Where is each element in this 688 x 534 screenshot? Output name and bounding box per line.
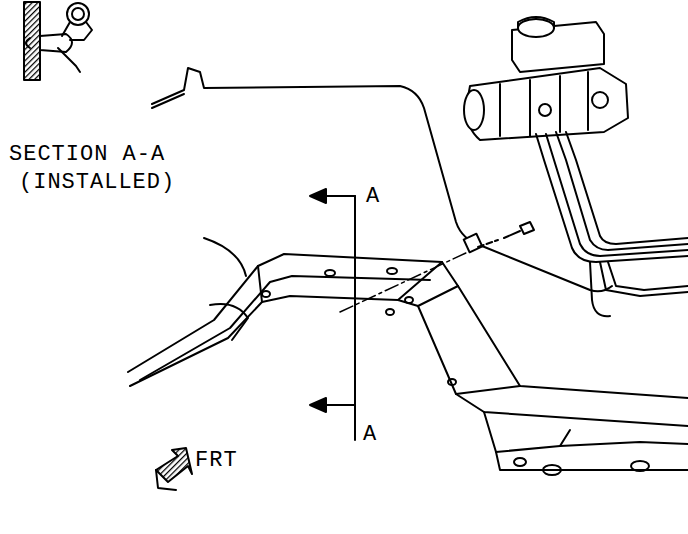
- master-cylinder: [464, 17, 688, 316]
- section-mark: A: [362, 424, 378, 446]
- section-label: SECTION A-A: [8, 144, 166, 166]
- direction-label: FRT: [194, 450, 239, 472]
- section-mark: A: [365, 186, 381, 208]
- section-inset: [24, 2, 92, 80]
- section-cut-line: [310, 188, 355, 440]
- front-arrow: [156, 448, 192, 490]
- center-line: [340, 252, 468, 312]
- section-label: (INSTALLED): [18, 172, 176, 194]
- frame-rail: [128, 238, 688, 475]
